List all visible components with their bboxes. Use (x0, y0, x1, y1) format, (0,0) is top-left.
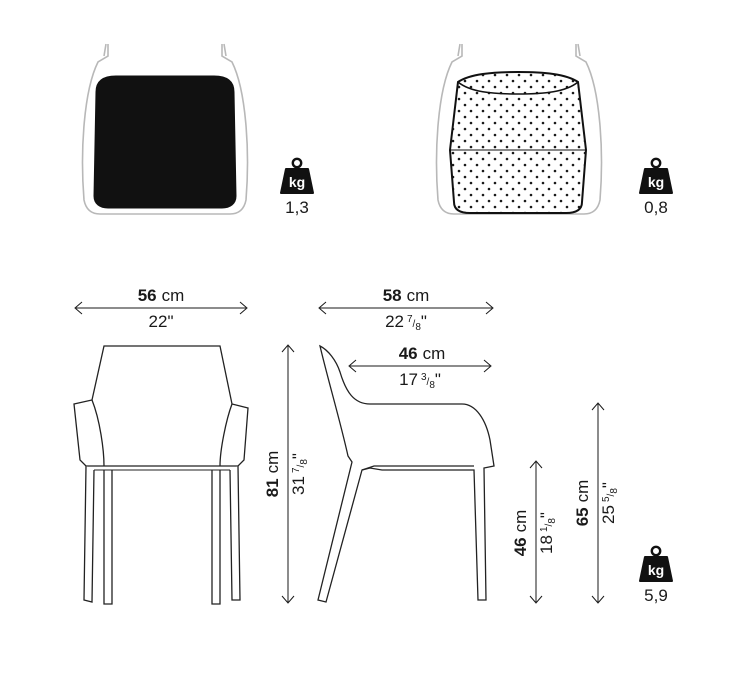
svg-text:81cm: 81cm (263, 451, 282, 498)
cushion-shape (93, 75, 237, 209)
svg-text:255/8": 255/8" (599, 482, 620, 524)
weight-unit-label: kg (648, 174, 664, 190)
shell-top-view (435, 43, 603, 215)
cushion-top-view (81, 43, 249, 215)
weight-unit-label: kg (648, 562, 664, 578)
svg-text:317/8": 317/8" (289, 453, 310, 495)
weight-icon-chair: kg (639, 545, 673, 582)
svg-text:227/8": 227/8" (385, 312, 427, 333)
weight-unit-label: kg (289, 174, 305, 190)
weight-value-top-right: 0,8 (644, 198, 668, 217)
svg-text:22": 22" (149, 312, 174, 331)
dimension-seat-height: 46cm 181/8" (511, 460, 558, 604)
dimension-arm-height: 65cm 255/8" (573, 402, 620, 604)
svg-text:46cm: 46cm (511, 510, 530, 557)
mesh-shape (448, 70, 588, 214)
weight-value-top-left: 1,3 (285, 198, 309, 217)
weight-icon-top-right: kg (639, 157, 673, 194)
svg-text:173/8": 173/8" (399, 370, 441, 391)
chair-front-view (73, 345, 249, 605)
dimension-height: 81cm 317/8" (263, 344, 310, 604)
weight-value-chair: 5,9 (644, 586, 668, 605)
chair-side-view (317, 344, 495, 603)
svg-text:65cm: 65cm (573, 480, 592, 527)
svg-text:181/8": 181/8" (537, 512, 558, 554)
weight-icon-top-left: kg (280, 157, 314, 194)
svg-text:46cm: 46cm (399, 344, 446, 363)
